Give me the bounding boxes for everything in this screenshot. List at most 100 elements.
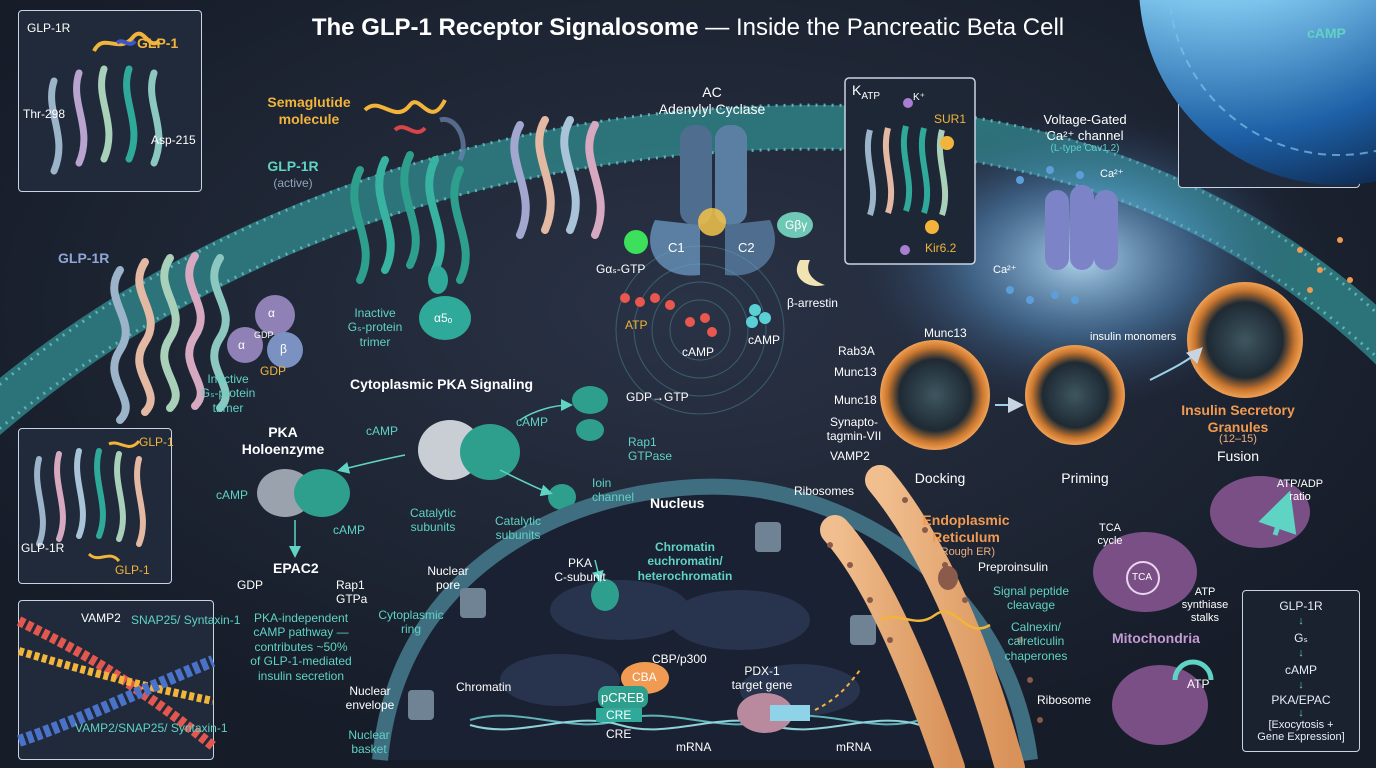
mito-atp-label: ATP — [1187, 677, 1210, 691]
cre-box — [596, 708, 642, 722]
rotation-arrow — [439, 116, 466, 162]
er-tube-2 — [865, 465, 1025, 768]
epac-note: PKA-independent cAMP pathway — contribut… — [250, 611, 352, 683]
ca-ions — [1006, 166, 1084, 304]
alpha-s-subunit — [419, 296, 471, 340]
pka-camp-top: cAMP — [366, 424, 399, 438]
gprotein-alpha2-label: α — [238, 338, 245, 352]
atp-adp-arrow — [1258, 490, 1297, 536]
pka-c-arrow — [591, 559, 604, 583]
inset-receptor-thr: Thr-298 — [23, 107, 66, 121]
k-ion-label: K⁺ — [913, 92, 925, 103]
page-title: The GLP-1 Receptor Signalosome — Inside … — [0, 14, 1376, 42]
semaglutide-red — [393, 125, 427, 134]
mito-tca — [1093, 532, 1197, 612]
inset-snare-vamp2: VAMP2 — [81, 611, 121, 625]
pdx1-gene — [770, 705, 810, 721]
katp-sub: ATP — [861, 90, 881, 102]
insulin-monomers-label: insulin monomers — [1090, 331, 1177, 343]
pathway-summary: GLP-1R ↓ Gₛ ↓ cAMP ↓ PKA/EPAC ↓ [Exocyto… — [1242, 590, 1360, 752]
atp-synthase-label: ATP synthiase stalks — [1181, 586, 1229, 625]
priming-label: Priming — [1061, 470, 1109, 486]
docking-label: Docking — [914, 470, 966, 486]
adenylyl-cyclase — [650, 125, 775, 276]
complex-helix-art — [34, 439, 146, 563]
vgcc — [1045, 185, 1118, 270]
signal-peptide-label: Signal peptide cleavage — [992, 584, 1070, 613]
priming-to-fusion-arrow — [1149, 347, 1203, 381]
gas-gtp-ball — [624, 230, 648, 254]
rab3a-label: Rab3A — [838, 344, 875, 358]
pka-camp-left: cAMP — [216, 488, 249, 502]
inset-complex-glp1-top: GLP-1 — [139, 435, 174, 449]
camp-molecule-center — [685, 313, 717, 337]
c2-label: C2 — [738, 240, 755, 255]
catalytic1-label: Catalytic subunits — [409, 506, 457, 535]
pdx1-label: PDX-1 target gene — [731, 664, 793, 693]
epac-rap-label: Rap1 GTPa — [336, 578, 368, 607]
inset-snare-snap: SNAP25/ Syntaxin-1 — [131, 613, 241, 627]
flow-arrow-4: ↓ — [1298, 707, 1304, 719]
pdx1-polymerase — [737, 693, 793, 733]
mrna-right-label: mRNA — [836, 740, 872, 754]
inset-camp: cAMP — [1139, 0, 1376, 188]
receptor-helix-art — [48, 31, 163, 175]
atp-adp-label: ATP/ADP ratio — [1276, 478, 1324, 504]
camp-molecule-right — [746, 304, 771, 328]
pka-c-subunit — [591, 579, 619, 611]
flow-step-3: cAMP — [1284, 663, 1317, 677]
vgcc-label: Voltage-Gated Ca²⁺ channel — [1043, 112, 1127, 143]
nuclear-envelope-label: Nuclear envelope — [345, 684, 395, 713]
pka-camp-arrow: cAMP — [516, 415, 549, 429]
inset-snare: VAMP2 SNAP25/ Syntaxin-1 VAMP2/SNAP25/ S… — [16, 600, 240, 760]
pka-holoenzyme-label: PKA Holoenzyme — [241, 424, 325, 457]
title-bold: The GLP-1 Receptor Signalosome — [311, 14, 699, 41]
flow-arrow-2: ↓ — [1298, 647, 1304, 659]
granules-label: Insulin Secretory Granules — [1181, 402, 1295, 435]
mito-title: Mitochondria — [1112, 630, 1200, 646]
pka-heading: Cytoplasmic PKA Signaling — [350, 376, 534, 392]
gdp-gtp-label: GDP→GTP — [626, 390, 689, 404]
inset-complex-glp1r: GLP-1R — [21, 541, 65, 555]
snare-helix-art — [16, 616, 217, 750]
cba-label: CBA — [632, 670, 657, 684]
katp-k: K — [852, 82, 862, 98]
flow-arrow-3: ↓ — [1298, 679, 1304, 691]
cre-box-label: CRE — [606, 708, 632, 722]
ribosome-label: Ribosome — [1037, 693, 1092, 707]
munc18-label: Munc18 — [834, 393, 877, 407]
tca-cycle-circle — [1126, 561, 1160, 595]
pka-catalytic-lower — [548, 484, 576, 510]
cre-label: CRE — [606, 727, 632, 741]
gby-subunit — [777, 212, 813, 238]
insulin-monomers — [1297, 237, 1353, 293]
flow-step-5: [Exocytosis + Gene Expression] — [1257, 719, 1345, 743]
flow-step-4: PKA/EPAC — [1271, 693, 1331, 707]
sur1-label: SUR1 — [934, 112, 967, 126]
pcreb-box — [598, 686, 648, 708]
gby-label: Gβγ — [785, 218, 808, 232]
inset-complex: GLP-1 GLP-1R GLP-1 — [18, 428, 174, 584]
rap1-label: Rap1 GTPase — [628, 435, 673, 464]
inactive-gprotein-left-label: Inactive Gₛ-protein trimer — [200, 372, 256, 415]
munc13-label: Munc13 — [834, 365, 877, 379]
glp1r-left-label: GLP-1R — [58, 250, 110, 266]
k-ion-lower — [900, 245, 910, 255]
inactive-gprotein-mid-label: Inactive Gₛ-protein trimer — [347, 306, 403, 349]
title-rest: — Inside the Pancreatic Beta Cell — [698, 14, 1065, 41]
c1-label: C1 — [668, 240, 685, 255]
pka-arrow-top — [519, 399, 573, 421]
epac-gdp-label: GDP — [237, 578, 264, 592]
vamp2-label: VAMP2 — [830, 449, 870, 463]
pka-arrow-down — [499, 469, 553, 497]
inset-snare-bottom: VAMP2/SNAP25/ Syntaxin-1 — [75, 721, 228, 735]
gprotein-gdp-label: GDP — [260, 364, 287, 378]
camp-center-label: cAMP — [682, 345, 715, 359]
atp-gauge — [1172, 659, 1214, 681]
katp-label: KATP — [852, 82, 880, 103]
epac2-label: EPAC2 — [273, 560, 319, 576]
pka-catalytic-top — [572, 386, 608, 441]
nuclear-pore-label: Nuclear pore — [427, 564, 469, 593]
